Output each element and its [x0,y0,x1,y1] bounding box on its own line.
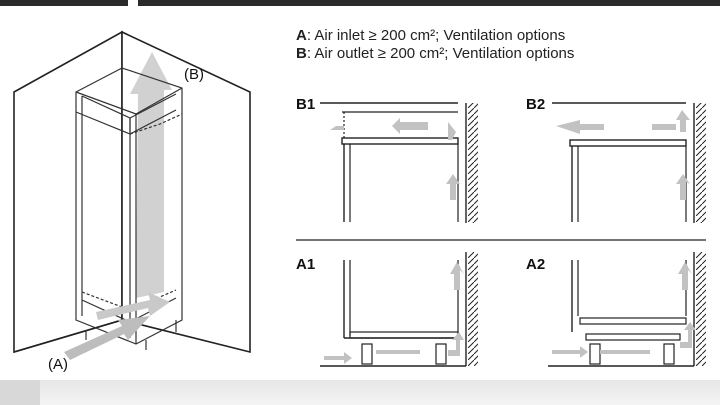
outlet-airflow-arrow [130,52,172,298]
panel-a1 [320,252,478,367]
top-bar-gap [128,0,138,6]
legend-outlet: B: Air outlet ≥ 200 cm²; Ventilation opt… [296,45,574,63]
legend-outlet-text: : Air outlet ≥ 200 cm²; Ventilation opti… [306,45,575,62]
top-dark-bar [0,0,720,6]
niche-left-wall [13,30,123,354]
panel-label-a2: A2 [526,256,546,273]
legend-inlet-key: A [296,27,307,44]
panel-label-b1: B1 [296,96,316,113]
legend-outlet-key: B [296,45,307,62]
panel-b1 [320,102,478,223]
panel-b2 [552,102,706,223]
legend-inlet-text: : Air inlet ≥ 200 cm²; Ventilation optio… [306,27,566,44]
panel-a2 [548,252,706,367]
legend-inlet: A: Air inlet ≥ 200 cm²; Ventilation opti… [296,27,565,45]
bottom-bar-left [0,380,40,405]
panel-label-a1: A1 [296,256,316,273]
callout-outlet: (B) [184,66,204,83]
bottom-bar [0,380,720,405]
panel-label-b2: B2 [526,96,546,113]
inlet-airflow-arrow [64,292,170,360]
callout-inlet: (A) [48,356,68,373]
